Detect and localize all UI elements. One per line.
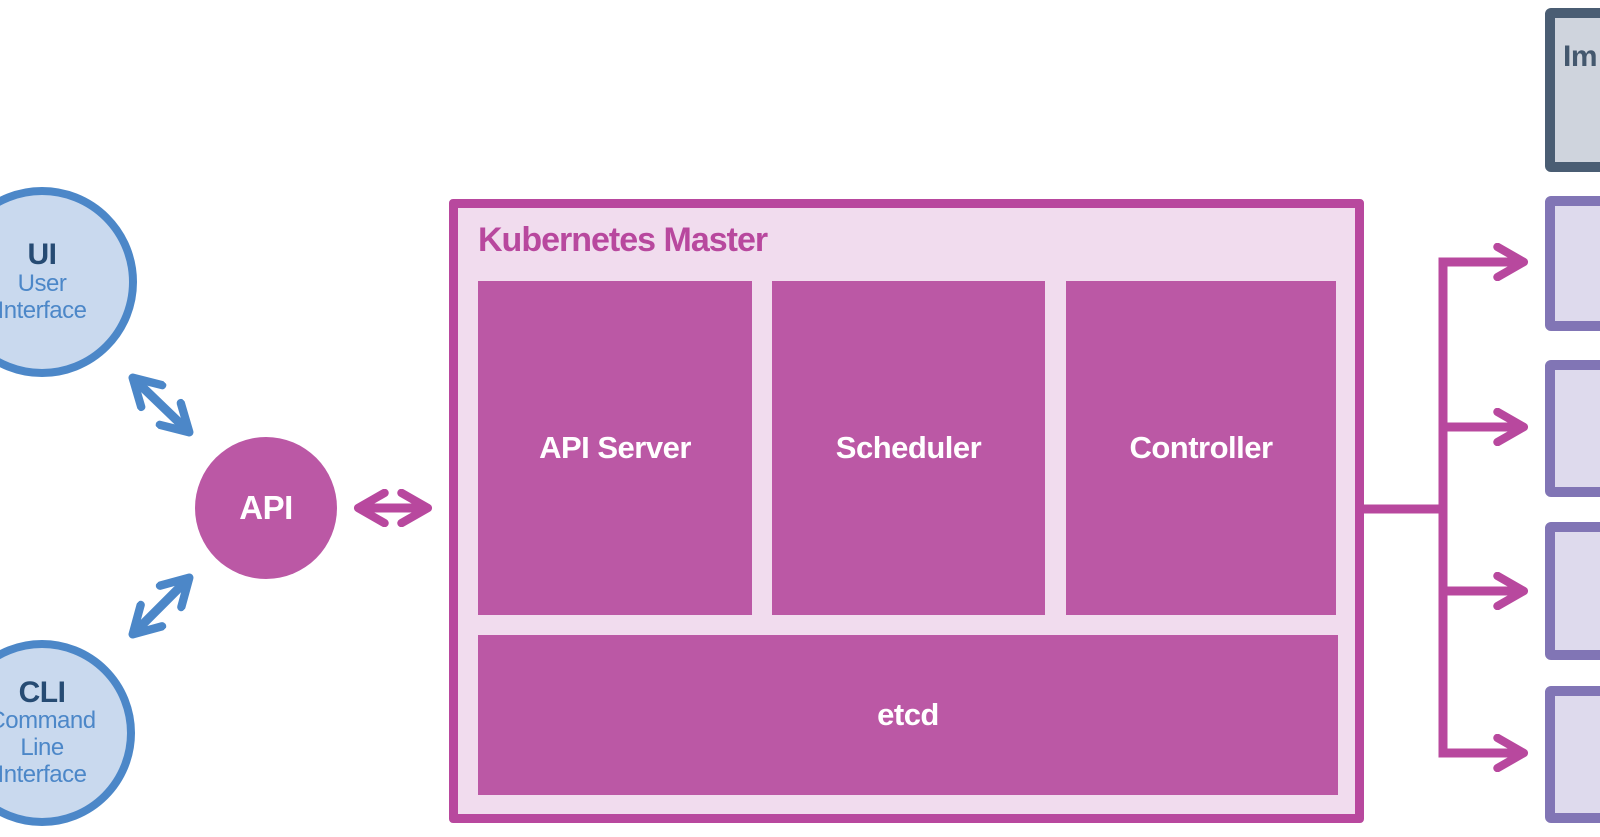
api-server-label: API Server xyxy=(539,430,691,465)
nodes-trunk-line xyxy=(1438,262,1522,753)
image-registry-box: Im xyxy=(1545,8,1600,172)
image-registry-label: Im xyxy=(1563,40,1598,73)
ui-api-arrow xyxy=(134,379,188,431)
worker-node-box-4 xyxy=(1545,686,1600,823)
component-box-controller: Controller xyxy=(1066,281,1336,615)
cli-name-label: Command Line Interface xyxy=(0,707,96,789)
component-box-api-server: API Server xyxy=(478,281,752,615)
scheduler-label: Scheduler xyxy=(835,430,982,465)
ui-name-label: User Interface xyxy=(0,269,87,324)
controller-label: Controller xyxy=(1129,430,1273,465)
api-label: API xyxy=(239,489,293,526)
api-node: API xyxy=(195,437,337,579)
worker-node-box-2 xyxy=(1545,360,1600,497)
worker-node-box-1 xyxy=(1545,196,1600,331)
master-title: Kubernetes Master xyxy=(478,221,768,259)
etcd-label: etcd xyxy=(877,697,939,732)
cli-abbr-label: CLI xyxy=(18,675,66,709)
kubernetes-master-box: Kubernetes Master API Server Scheduler C… xyxy=(449,199,1364,823)
cli-api-arrow xyxy=(134,579,188,633)
etcd-box: etcd xyxy=(478,635,1338,795)
worker-node-box-3 xyxy=(1545,522,1600,660)
ui-abbr-label: UI xyxy=(27,238,58,272)
component-box-scheduler: Scheduler xyxy=(772,281,1045,615)
